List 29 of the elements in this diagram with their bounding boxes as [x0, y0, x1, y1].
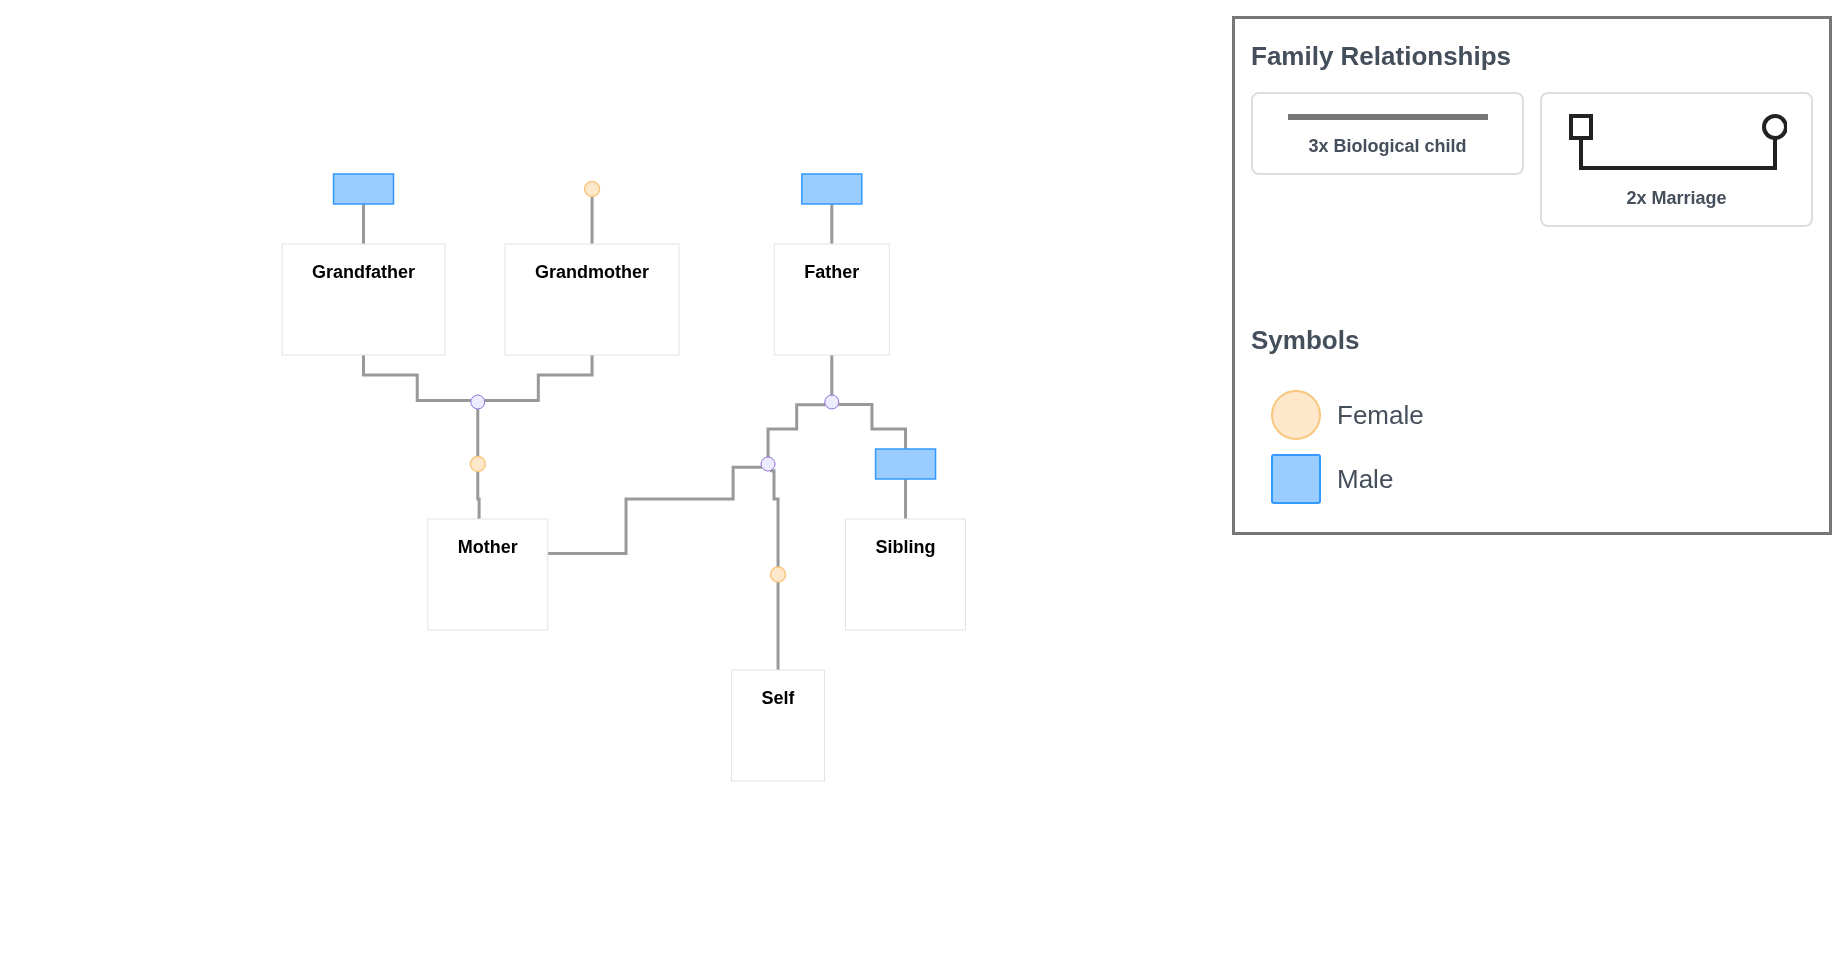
- connector: [476, 407, 480, 458]
- node-dot: [470, 394, 486, 410]
- legend-heading: Symbols: [1251, 325, 1360, 356]
- node-box: Sibling: [845, 518, 967, 631]
- connector: [770, 469, 780, 569]
- connector: [776, 580, 780, 672]
- node-dot: [824, 394, 840, 410]
- connector: [548, 465, 763, 556]
- legend-label: Male: [1337, 463, 1394, 495]
- node-dot: [760, 456, 776, 472]
- node-box: Mother: [427, 518, 549, 631]
- node-box: [801, 173, 863, 205]
- legend-heading: Family Relationships: [1251, 41, 1512, 72]
- node-box: Self: [731, 669, 826, 782]
- connector: [590, 195, 594, 246]
- node-box: Father: [774, 243, 890, 356]
- node-box: [875, 448, 937, 480]
- legend-label: 3x Biological child: [1308, 136, 1467, 157]
- node-circle: [584, 180, 601, 198]
- node-box: [333, 173, 395, 205]
- connector: [476, 470, 482, 521]
- node-circle: [770, 566, 787, 583]
- connector: [766, 403, 826, 459]
- legend-label: Female: [1337, 399, 1424, 431]
- connector: [838, 402, 908, 451]
- node-box: Grandfather: [281, 243, 446, 356]
- node-circle: [469, 455, 487, 473]
- node-box: Grandmother: [504, 243, 680, 356]
- legend-label: 2x Marriage: [1626, 188, 1727, 209]
